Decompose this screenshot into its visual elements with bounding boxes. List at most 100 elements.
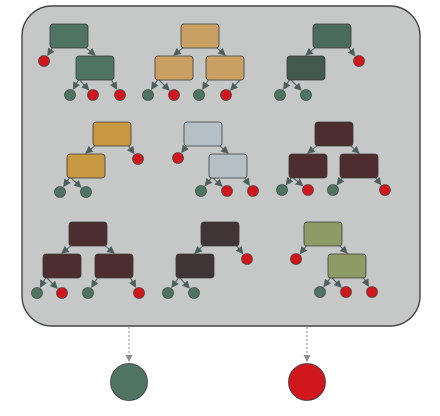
leaf-edge bbox=[178, 276, 190, 289]
leaf-red bbox=[114, 89, 126, 101]
tree-edge bbox=[338, 244, 348, 254]
split-node bbox=[205, 55, 245, 81]
decision-tree bbox=[290, 221, 378, 298]
leaf-edge bbox=[235, 244, 244, 255]
decision-tree bbox=[172, 121, 259, 197]
decision-tree bbox=[31, 221, 145, 299]
tree-edge bbox=[103, 244, 115, 254]
root-node bbox=[180, 23, 220, 49]
leaf-edge bbox=[151, 78, 159, 90]
leaf-edge bbox=[39, 276, 48, 288]
leaf-edge bbox=[157, 78, 170, 91]
tree-edges bbox=[283, 46, 356, 91]
split-node bbox=[66, 153, 106, 179]
split-node bbox=[175, 253, 215, 279]
leaf-red bbox=[221, 185, 233, 197]
leaf-edge bbox=[63, 176, 71, 188]
leaf-green bbox=[188, 287, 200, 299]
leaf-edge bbox=[128, 276, 137, 288]
output-green bbox=[110, 363, 148, 401]
leaf-green bbox=[195, 185, 207, 197]
output-red bbox=[288, 363, 326, 401]
leaf-edge bbox=[91, 276, 99, 288]
root-node bbox=[314, 121, 354, 147]
root-node bbox=[312, 23, 352, 49]
leaf-red bbox=[241, 253, 253, 265]
tree-edges bbox=[171, 244, 244, 289]
leaf-edge bbox=[289, 78, 302, 91]
leaf-edge bbox=[323, 276, 332, 288]
leaf-edge bbox=[171, 276, 180, 289]
leaf-edge bbox=[283, 78, 291, 90]
root-node bbox=[183, 121, 223, 147]
decision-tree bbox=[142, 23, 245, 101]
leaf-green bbox=[276, 184, 288, 196]
tree-edge bbox=[215, 46, 226, 56]
tree-edges bbox=[39, 244, 137, 289]
tree-edge bbox=[349, 144, 360, 154]
decision-tree bbox=[276, 121, 391, 196]
split-node bbox=[339, 153, 379, 179]
decision-tree bbox=[54, 121, 144, 198]
tree-edge bbox=[307, 144, 319, 154]
root-node bbox=[49, 23, 89, 49]
leaf-red bbox=[56, 287, 68, 299]
leaf-edge bbox=[330, 276, 342, 288]
leaf-green bbox=[54, 186, 66, 198]
split-node bbox=[208, 153, 248, 179]
leaf-red bbox=[379, 184, 391, 196]
leaf-red bbox=[290, 253, 302, 265]
leaf-red bbox=[220, 89, 232, 101]
leaf-green bbox=[162, 287, 174, 299]
leaf-red bbox=[340, 286, 352, 298]
split-node bbox=[42, 253, 82, 279]
leaf-edge bbox=[78, 78, 90, 91]
tree-edges bbox=[299, 244, 369, 288]
leaf-edge bbox=[291, 176, 304, 187]
decision-tree bbox=[38, 23, 126, 101]
leaf-red bbox=[38, 55, 50, 67]
leaf-red bbox=[87, 89, 99, 101]
leaf-green bbox=[31, 287, 43, 299]
leaf-edge bbox=[202, 78, 210, 90]
leaf-red bbox=[247, 185, 259, 197]
tree-edge bbox=[305, 46, 317, 56]
tree-edges bbox=[151, 46, 242, 91]
tree-edge bbox=[85, 144, 97, 154]
leaf-edge bbox=[109, 78, 118, 90]
tree-edge bbox=[194, 244, 205, 254]
leaf-green bbox=[274, 89, 286, 101]
leaf-edge bbox=[299, 244, 308, 255]
leaf-edge bbox=[230, 78, 242, 91]
leaf-red bbox=[172, 152, 184, 164]
decision-tree bbox=[162, 221, 253, 299]
tree-edge bbox=[173, 46, 185, 56]
root-node bbox=[200, 221, 240, 247]
root-node bbox=[92, 121, 132, 147]
leaf-green bbox=[193, 89, 205, 101]
leaf-red bbox=[132, 153, 144, 165]
leaf-edge bbox=[72, 78, 81, 90]
tree-edge bbox=[218, 144, 229, 154]
leaf-green bbox=[82, 287, 94, 299]
leaf-edge bbox=[211, 176, 223, 187]
split-node bbox=[286, 55, 326, 81]
leaf-edge bbox=[126, 144, 135, 155]
tree-edge bbox=[61, 244, 73, 254]
split-node bbox=[327, 253, 367, 279]
split-node bbox=[288, 153, 328, 179]
leaf-green bbox=[64, 89, 76, 101]
leaf-red bbox=[302, 184, 314, 196]
leaf-red bbox=[353, 55, 365, 67]
tree-edges bbox=[47, 46, 118, 91]
leaf-green bbox=[142, 89, 154, 101]
leaf-red bbox=[133, 287, 145, 299]
leaf-edge bbox=[47, 46, 55, 57]
leaf-red bbox=[366, 286, 378, 298]
split-node bbox=[94, 253, 134, 279]
tree-edges bbox=[63, 144, 135, 188]
tree-edge bbox=[84, 46, 96, 56]
decision-tree bbox=[274, 23, 365, 101]
split-node bbox=[75, 55, 115, 81]
